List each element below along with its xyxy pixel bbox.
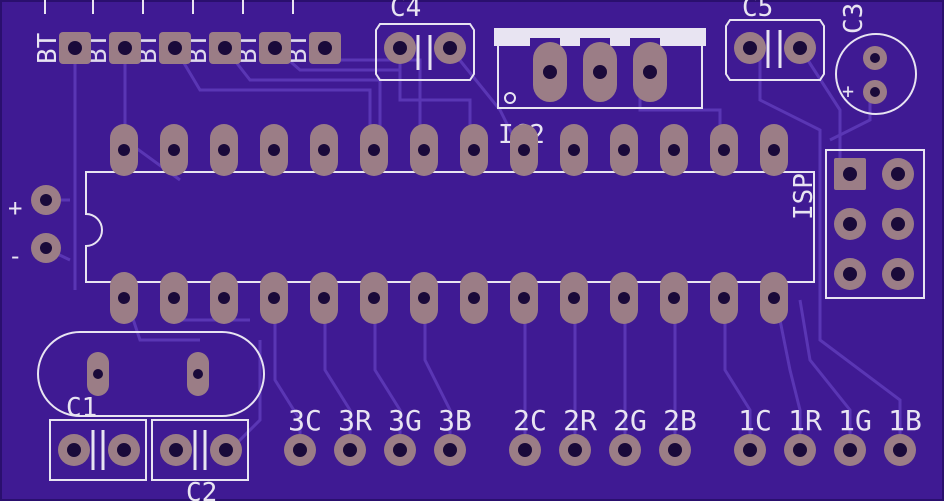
power-minus-label: - [8,242,22,270]
c2-capacitor [151,419,249,481]
c3-label: C3 [839,3,869,34]
led-labels: 3C 3R 3G 3B 2C 2R 2G 2B 1C 1R 1G 1B [288,404,922,437]
power-plus-label: + [8,194,22,222]
led-label-1g: 1G [838,404,872,437]
c3-plus-label: + [842,79,854,103]
led-label-2g: 2G [613,404,647,437]
led-label-3c: 3C [288,404,322,437]
led-label-1b: 1B [888,404,922,437]
led-label-1r: 1R [788,404,822,437]
led-label-3g: 3G [388,404,422,437]
c5-label: C5 [742,0,773,23]
power-input-pads [31,185,61,263]
c1-capacitor [49,419,147,481]
main-ic-bottom-pads [110,272,788,324]
led-label-2b: 2B [663,404,697,437]
bt-header-ticks [44,0,294,14]
c1-label: C1 [66,393,97,423]
led-label-3b: 3B [438,404,472,437]
isp-label: ISP [789,173,819,220]
led-label-3r: 3R [338,404,372,437]
c4-capacitor [375,23,475,81]
crystal-oscillator [37,331,265,417]
c3-capacitor [835,33,917,115]
led-label-1c: 1C [738,404,772,437]
c4-label: C4 [390,0,421,23]
main-ic-top-pads [110,124,788,176]
led-output-pads [284,434,916,466]
c2-label: C2 [186,478,217,501]
isp-header [825,149,925,299]
main-ic-outline [85,171,815,283]
ic2-regulator [494,28,706,109]
led-label-2c: 2C [513,404,547,437]
bt-label: BT [33,32,63,64]
led-label-2r: 2R [563,404,597,437]
c5-capacitor [725,19,825,81]
bt-pads [59,32,341,64]
